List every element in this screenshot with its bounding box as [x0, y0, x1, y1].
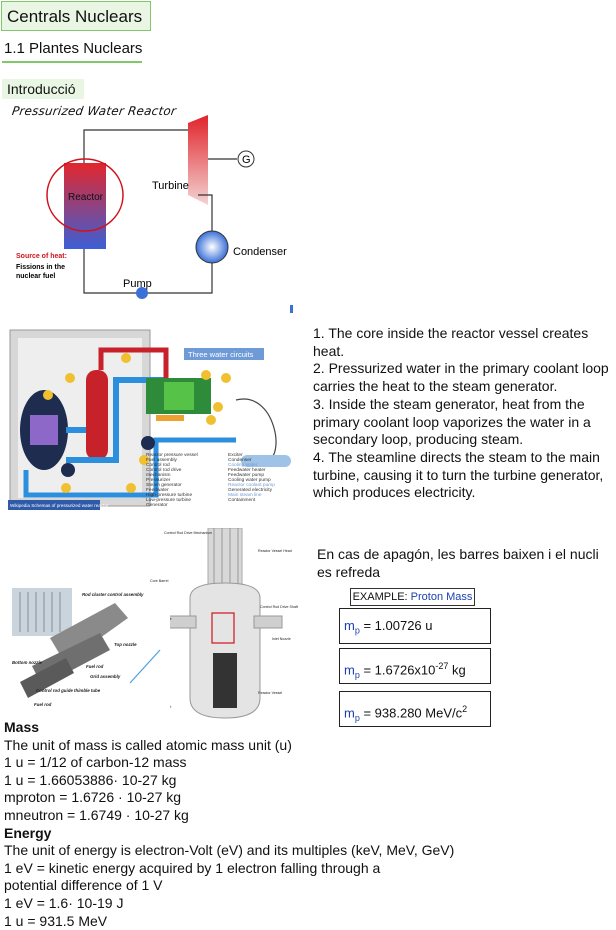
source-heat-label: Source of heat: — [16, 253, 67, 260]
label-head: Reactor Vessel Head — [258, 549, 292, 553]
intro-heading: Introducció — [2, 79, 84, 99]
legend-left-11: Generator — [146, 502, 168, 508]
legend-right-4: Feedwater heater — [228, 467, 266, 473]
mass-line-4: mproton = 1.6726 · 10-27 kg — [4, 789, 182, 806]
section-underline — [2, 61, 142, 63]
label-bottom: Bottom nozzle — [12, 660, 43, 665]
step-4: 4. The steamline directs the steam to th… — [313, 448, 604, 501]
banner-label: Three water circuits — [188, 350, 254, 359]
label-vessel: Reactor Vessel — [258, 691, 282, 695]
mass-heading: Mass — [4, 719, 40, 735]
energy-heading: Energy — [4, 824, 52, 841]
legend-right-2: Condenser — [228, 457, 252, 463]
legend-left-10: Low-pressure turbine — [146, 497, 191, 503]
steps-list: 1. The core inside the reactor vessel cr… — [313, 325, 613, 502]
energy-line-5: 1 u = 931.5 MeV — [4, 912, 108, 929]
legend-left-8: Feedwater — [146, 487, 169, 493]
legend-right-8: Generated electricity — [228, 487, 273, 493]
label-guide: Control rod guide thimble tube — [36, 688, 101, 693]
steam-line — [83, 129, 198, 163]
label-fuel-rod-2: Fuel rod — [34, 702, 52, 707]
fissions-label-1: Fissions in the — [16, 264, 65, 271]
mass-box-mev: mp = 938.280 MeV/c2 — [339, 691, 491, 727]
step-3: 3. Inside the steam generator, heat from… — [313, 395, 591, 448]
label-shaft: Control Rod Drive Shaft — [260, 605, 298, 609]
energy-line-1: The unit of energy is electron-Volt (eV)… — [4, 842, 455, 859]
legend-left-3: Control rod — [146, 462, 170, 468]
legend-right-10: Containment — [228, 497, 256, 503]
pump-label: Pump — [123, 278, 152, 290]
legend-left-5: mechanism — [146, 472, 171, 478]
legend-left-1: Reactor pressure vessel — [146, 452, 198, 458]
pump-symbol — [136, 287, 148, 299]
energy-line-3: potential difference of 1 V — [4, 877, 163, 894]
legend-left-9: High-pressure turbine — [146, 492, 192, 498]
condenser-label: Condenser — [233, 246, 287, 258]
banner-box — [184, 348, 264, 360]
energy-line-2: 1 eV = kinetic energy acquired by 1 elec… — [4, 859, 381, 876]
reactor-label: Reactor — [68, 192, 104, 203]
label-barrel: Core Barrel — [150, 579, 169, 583]
legend-right-9: Main steam line — [228, 492, 262, 498]
legend-left-7: Steam generator — [146, 482, 182, 488]
label-grid: Grid assembly — [90, 674, 121, 679]
label-top-nozzle: Top nozzle — [114, 642, 137, 647]
plant-caption: Wikipedia Schemas of pressurized water r… — [10, 503, 109, 508]
legend-right-3: Cooling water — [228, 462, 258, 468]
fissions-label-2: nuclear fuel — [16, 273, 55, 280]
mass-line-3: 1 u = 1.66053886· 10-27 kg — [4, 771, 177, 788]
core-shape — [213, 653, 237, 708]
notes-section: Mass The unit of mass is called atomic m… — [4, 719, 604, 930]
step-2: 2. Pressurized water in the primary cool… — [313, 360, 609, 395]
legend-right-1: Exciter — [228, 452, 243, 458]
pwr-simple-diagram: G Condenser Pump Reactor Turbine Source … — [16, 115, 293, 313]
mass-line-2: 1 u = 1/12 of carbon-12 mass — [4, 754, 187, 771]
energy-line-4: 1 eV = 1.6· 10-19 J — [4, 894, 124, 911]
vessel-diagram: Control Rod Drive Mechanism Reactor Vess… — [148, 528, 298, 720]
label-rod-cluster: Rod cluster control assembly — [82, 592, 144, 597]
mass-line-1: The unit of mass is called atomic mass u… — [4, 736, 292, 753]
reactor-shape — [64, 163, 106, 249]
generator-label: G — [242, 154, 251, 166]
shutdown-note: En cas de apagón, les barres baixen i el… — [317, 546, 599, 580]
fuel-assembly-diagram: Rod cluster control assembly Top nozzle … — [10, 588, 170, 712]
mass-line-5: mneutron = 1.6749 · 10-27 kg — [4, 806, 189, 823]
turbine-shape — [188, 115, 208, 205]
legend-left-2: Fuel assembly — [146, 457, 178, 463]
label-drive: Control Rod Drive Mechanism — [164, 531, 212, 535]
condenser-symbol — [195, 230, 229, 264]
mass-box-u: mp = 1.00726 u — [339, 608, 491, 644]
legend-left-4: Control rod drive — [146, 467, 182, 473]
page-title: Centrals Nuclears — [1, 1, 151, 31]
steam-generator-shape — [86, 370, 108, 460]
legend-right-7: Reactor coolant pump — [228, 482, 275, 488]
legend-left-6: Pressurizer — [146, 477, 171, 483]
label-inlet: Inlet Nozzle — [272, 637, 291, 641]
legend-right-5: Feedwater pump — [228, 472, 264, 478]
turbine-label: Turbine — [152, 180, 189, 192]
label-fuel-rod: Fuel rod — [86, 664, 104, 669]
plant-diagram: Three water circuits Reactor pressure ve… — [6, 320, 302, 512]
generator-symbol — [237, 150, 255, 168]
step-1: 1. The core inside the reactor vessel cr… — [313, 325, 589, 359]
example-label: EXAMPLE: Proton Mass — [350, 588, 475, 606]
legend-right-6: Cooling water pump — [228, 477, 271, 483]
mass-box-kg: mp = 1.6726x10-27 kg — [339, 648, 491, 684]
section-heading: 1.1 Plantes Nuclears — [4, 40, 143, 57]
